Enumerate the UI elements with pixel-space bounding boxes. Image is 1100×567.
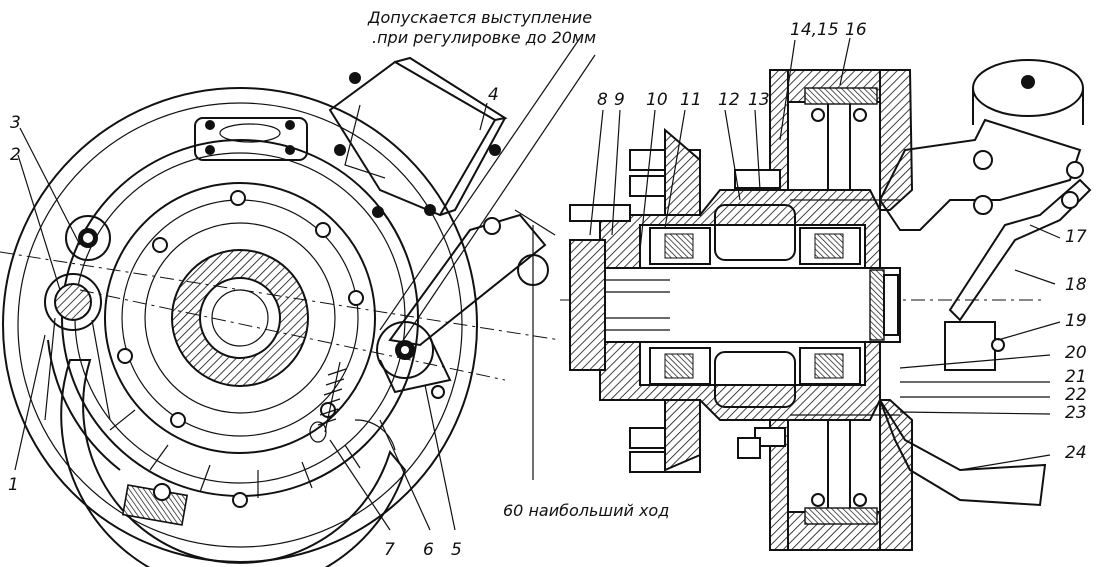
callout-14-15: 14,15 (790, 20, 839, 40)
callout-22: 22 (1065, 385, 1087, 405)
centerline-1 (0, 251, 561, 341)
callout-20: 20 (1065, 343, 1087, 363)
callout-3: 3 (10, 113, 21, 133)
steering-knuckle (878, 118, 1082, 231)
callout-13: 13 (748, 90, 770, 110)
brake-arm (948, 178, 1092, 322)
stroke-note: 60 наибольший ход (503, 501, 669, 520)
callout-6: 6 (423, 540, 434, 560)
shoe-slots (109, 409, 361, 498)
hub-cap (569, 239, 606, 371)
centerline-2 (79, 289, 506, 381)
callout-24: 24 (1065, 443, 1087, 463)
callout-leaders (14, 37, 1061, 531)
callout-17: 17 (1065, 227, 1087, 247)
brake-chamber (328, 56, 508, 218)
axle-shaft (574, 267, 901, 343)
knuckle-arm (879, 399, 1047, 507)
hub-flange (104, 182, 376, 454)
callout-10: 10 (646, 90, 668, 110)
section-view (569, 59, 1092, 551)
callout-4: 4 (488, 85, 499, 105)
wheel-cylinder (194, 117, 308, 161)
callout-23: 23 (1065, 403, 1087, 423)
callout-1: 1 (8, 475, 19, 495)
callout-21: 21 (1065, 367, 1087, 387)
callout-16: 16 (845, 20, 867, 40)
flange-bolts (117, 190, 364, 428)
callout-18: 18 (1065, 275, 1087, 295)
callout-11: 11 (680, 90, 702, 110)
eccentric (65, 215, 111, 261)
callout-8: 8 (597, 90, 608, 110)
anchor-pin (54, 283, 92, 321)
bearings (649, 227, 861, 385)
callout-5: 5 (451, 540, 462, 560)
callout-12: 12 (718, 90, 740, 110)
front-view (2, 56, 549, 567)
callout-19: 19 (1065, 311, 1087, 331)
callout-7: 7 (384, 540, 395, 560)
return-spring (317, 361, 347, 433)
brake-shoe-lower (60, 359, 407, 567)
anchor-pin-outer (44, 273, 102, 331)
callout-2: 2 (10, 145, 21, 165)
cam-shaft (376, 321, 434, 379)
adjust-note-line1: Допускается выступление (367, 8, 592, 27)
note-leader (379, 37, 581, 331)
adjust-note-line2: .при регулировке до 20мм (372, 28, 596, 47)
callout-9: 9 (614, 90, 625, 110)
adjuster-block (944, 321, 996, 371)
